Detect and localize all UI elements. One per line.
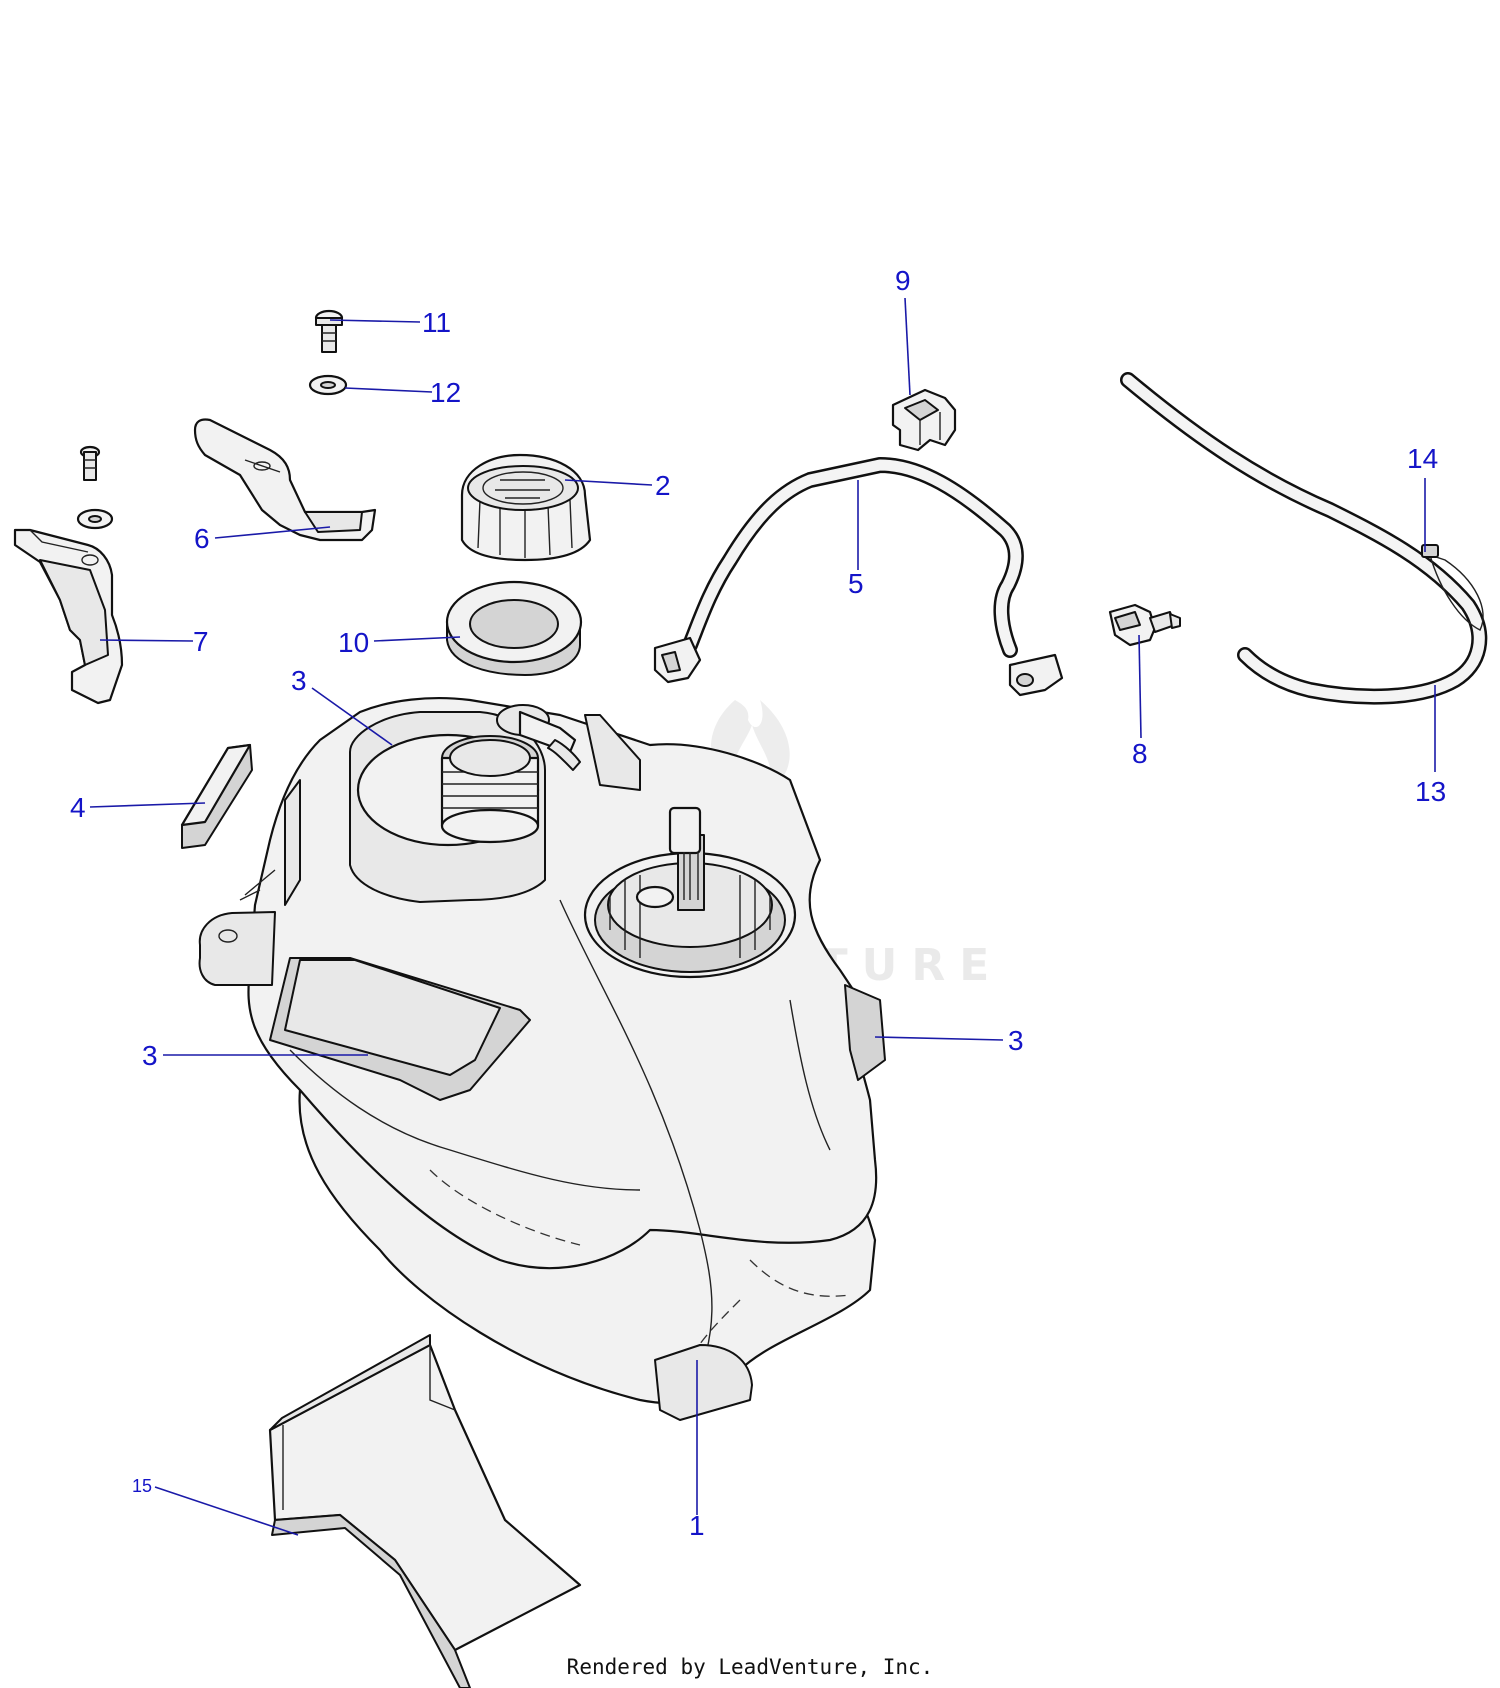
leader-4 [89,802,206,808]
leader-9 [904,297,911,396]
callout-11: 11 [422,307,451,338]
callout-15: 15 [132,1476,152,1496]
leader-2 [564,479,653,486]
part-7-bracket [13,528,124,705]
leader-7 [99,639,194,642]
callout-14: 14 [1407,443,1438,474]
callout-8: 8 [1132,738,1148,769]
part-12-washer [308,374,348,396]
callout-6: 6 [194,523,210,554]
part-15-heat-shield [268,1334,582,1688]
callout-12: 12 [430,377,461,408]
leader-8 [1138,634,1142,739]
callout-3b: 3 [142,1040,158,1071]
leader-12 [344,387,433,393]
part-8-elbow-fitting [1108,603,1181,647]
callout-2: 2 [655,470,671,501]
render-credit: Rendered by LeadVenture, Inc. [566,1655,934,1679]
callout-3c: 3 [1008,1025,1024,1056]
callout-labels: 1 2 3 3 3 4 5 6 7 8 9 10 11 12 13 14 15 [70,265,1446,1541]
callout-10: 10 [338,627,369,658]
callout-7: 7 [193,626,209,657]
part-14-cable-tie [1421,544,1484,631]
part-2-fuel-cap [460,453,592,562]
bolt-and-washer-left [76,445,114,530]
part-6-bracket [193,418,377,542]
leader-15 [154,1486,299,1536]
leader-10 [373,636,461,642]
part-11-bolt [314,309,344,353]
part-4-foam-pad [180,743,253,849]
callout-13: 13 [1415,776,1446,807]
leader-3c [874,1036,1004,1041]
part-1-fuel-tank [198,696,886,1421]
part-10-gasket [445,580,583,676]
leader-3a [311,687,393,746]
part-9-clip [891,388,957,452]
callout-9: 9 [895,265,911,296]
callout-5: 5 [848,568,864,599]
part-5-hose [653,457,1064,697]
callout-4: 4 [70,792,86,823]
part-13-hose [1120,372,1488,705]
callout-1: 1 [689,1510,705,1541]
callout-3a: 3 [291,665,307,696]
leader-6 [214,526,331,539]
leader-lines [89,297,1436,1536]
leader-11 [329,319,421,323]
